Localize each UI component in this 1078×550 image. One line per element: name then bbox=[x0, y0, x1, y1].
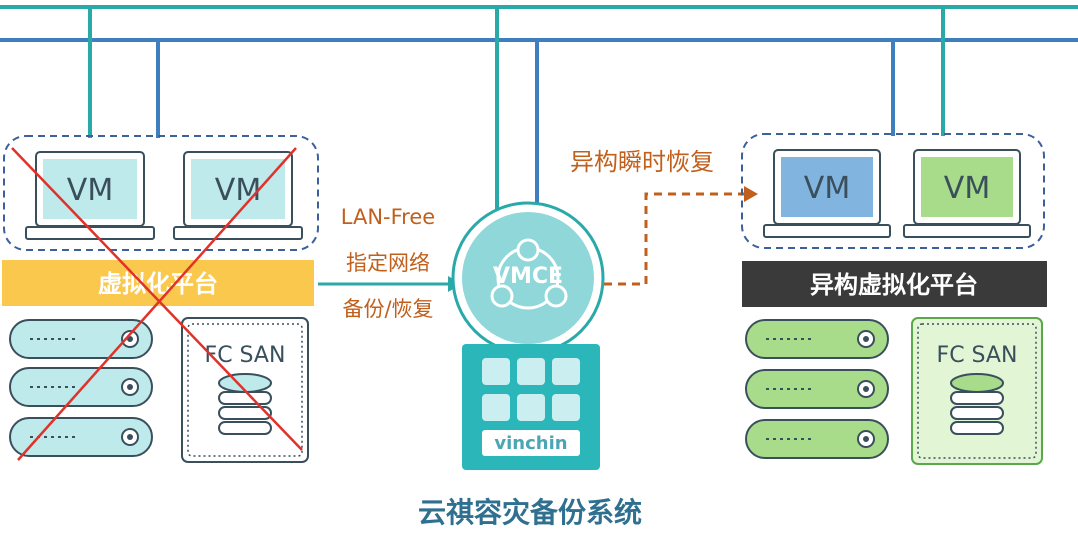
network-lines bbox=[0, 5, 1078, 212]
lan-free-label: LAN-Free bbox=[341, 205, 435, 229]
vm-label: VM bbox=[944, 171, 990, 206]
right-fc-san-label: FC SAN bbox=[937, 343, 1018, 368]
backup-restore-label: 备份/恢复 bbox=[342, 297, 433, 321]
vmce-label: VMCE bbox=[493, 264, 563, 289]
instant-restore-arrow bbox=[604, 192, 744, 286]
server-icon bbox=[745, 419, 889, 459]
laptop-icon bbox=[173, 151, 303, 240]
appliance-grid bbox=[482, 358, 580, 421]
vmce-inner-circle bbox=[462, 212, 594, 344]
laptop-icon bbox=[903, 149, 1031, 238]
vm-label: VM bbox=[804, 171, 850, 206]
right-platform-label: 异构虚拟化平台 bbox=[810, 271, 978, 299]
arrow-head bbox=[744, 186, 758, 202]
vm-label: VM bbox=[215, 173, 261, 208]
left-vm-group-border bbox=[3, 135, 319, 251]
lan-free-path: LAN-Free 指定网络 备份/恢复 bbox=[318, 205, 462, 321]
designated-network-label: 指定网络 bbox=[346, 251, 430, 275]
server-icon bbox=[745, 319, 889, 359]
server-icon bbox=[9, 367, 153, 407]
right-vm-group-border bbox=[741, 133, 1045, 249]
server-icon bbox=[9, 319, 153, 359]
right-platform-bar bbox=[742, 261, 1047, 307]
share-icon bbox=[490, 238, 568, 310]
server-icon bbox=[9, 417, 153, 457]
instant-restore-path: 异构瞬时恢复 bbox=[570, 148, 758, 286]
failure-cross-icon bbox=[11, 147, 303, 461]
brand-label: vinchin bbox=[494, 433, 567, 454]
database-icon bbox=[218, 373, 272, 435]
left-platform-label: 虚拟化平台 bbox=[98, 270, 218, 298]
brand-plate bbox=[482, 430, 580, 456]
server-icon bbox=[745, 369, 889, 409]
laptop-icon bbox=[25, 151, 155, 240]
center-system: VMCE vinchin 云祺容灾备份系统 bbox=[418, 201, 642, 529]
vm-label: VM bbox=[67, 173, 113, 208]
laptop-icon bbox=[763, 149, 891, 238]
left-site: VM VM 虚拟化平台 bbox=[2, 135, 319, 463]
database-icon bbox=[950, 373, 1004, 435]
instant-restore-label: 异构瞬时恢复 bbox=[570, 148, 714, 176]
left-fc-san-label: FC SAN bbox=[205, 343, 286, 368]
right-site: VM VM 异构虚拟化平台 FC SAN bbox=[741, 133, 1047, 465]
system-title: 云祺容灾备份系统 bbox=[418, 496, 642, 529]
